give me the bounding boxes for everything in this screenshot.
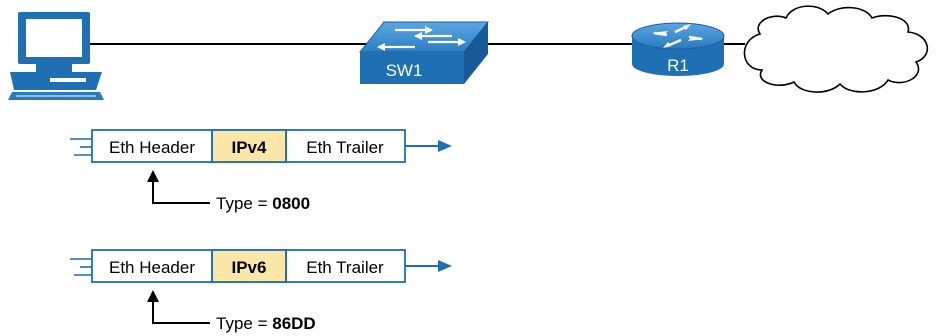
type-prefix: Type = — [216, 314, 272, 333]
type-prefix: Type = — [216, 194, 272, 213]
payload-cell — [211, 249, 287, 283]
eth-trailer-label: Eth Trailer — [306, 138, 384, 157]
frame-motion-lines — [70, 258, 92, 276]
router-label: R1 — [667, 56, 689, 75]
frame-ipv6: Eth Header IPv6 Eth Trailer — [70, 249, 452, 283]
type-value: 86DD — [272, 314, 315, 333]
payload-label: IPv6 — [232, 258, 267, 277]
switch-icon — [358, 21, 490, 84]
frame-ipv4: Eth Header IPv4 Eth Trailer — [70, 129, 452, 163]
cloud-icon — [743, 5, 928, 93]
router-icon — [631, 22, 725, 76]
type-callout-ipv6: Type = 86DD — [147, 290, 316, 333]
svg-text:Type = 86DD: Type = 86DD — [216, 314, 316, 333]
pc-icon — [8, 12, 104, 100]
eth-header-label: Eth Header — [109, 258, 195, 277]
payload-label: IPv4 — [232, 138, 268, 157]
type-callout-ipv4: Type = 0800 — [147, 170, 310, 213]
frame-motion-lines — [70, 138, 92, 156]
eth-header-label: Eth Header — [109, 138, 195, 157]
switch-label: SW1 — [386, 61, 423, 80]
payload-cell — [211, 129, 287, 163]
type-value: 0800 — [272, 194, 310, 213]
eth-trailer-label: Eth Trailer — [306, 258, 384, 277]
svg-text:Type = 0800: Type = 0800 — [216, 194, 310, 213]
